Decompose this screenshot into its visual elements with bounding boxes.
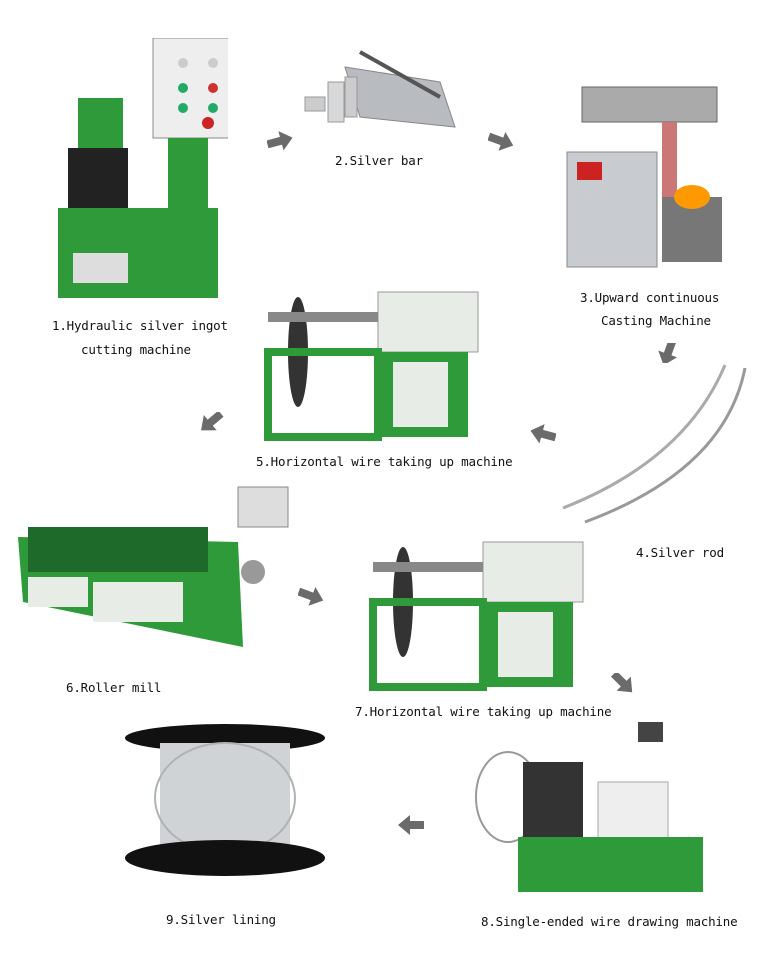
arrow-down-right-icon <box>610 673 633 693</box>
step-3-label: 3.Upward continuous <box>580 290 720 305</box>
roller-mill-image <box>18 486 289 647</box>
silver-rod-image <box>562 364 747 524</box>
step-5-label: 5.Horizontal wire taking up machine <box>256 454 513 469</box>
step-1-label: 1.Hydraulic silver ingot <box>52 318 228 333</box>
silver-bar-image <box>304 50 456 128</box>
step-8-label: 8.Single-ended wire drawing machine <box>481 914 738 929</box>
arrow-right-icon <box>298 586 324 606</box>
horizontal-take-up-machine-image-2 <box>369 541 584 691</box>
wire-drawing-machine-image <box>475 722 703 892</box>
hydraulic-cutting-machine-image <box>58 38 228 298</box>
arrow-left-icon <box>530 424 556 444</box>
arrow-right-icon <box>488 131 514 151</box>
arrow-left-icon <box>398 815 424 835</box>
step-1-label-line2: cutting machine <box>81 342 191 357</box>
step-9-label: 9.Silver lining <box>166 912 276 927</box>
step-6-label: 6.Roller mill <box>66 680 162 695</box>
step-4-label: 4.Silver rod <box>636 545 724 560</box>
silver-wire-spool-image <box>125 724 325 876</box>
horizontal-take-up-machine-image <box>264 291 479 441</box>
arrow-down-icon <box>658 343 678 363</box>
step-7-label: 7.Horizontal wire taking up machine <box>355 704 612 719</box>
step-2-label: 2.Silver bar <box>335 153 423 168</box>
arrow-right-icon <box>267 131 293 151</box>
arrow-down-left-icon <box>201 412 224 431</box>
casting-machine-image <box>566 86 722 268</box>
step-3-label-line2: Casting Machine <box>601 313 711 328</box>
